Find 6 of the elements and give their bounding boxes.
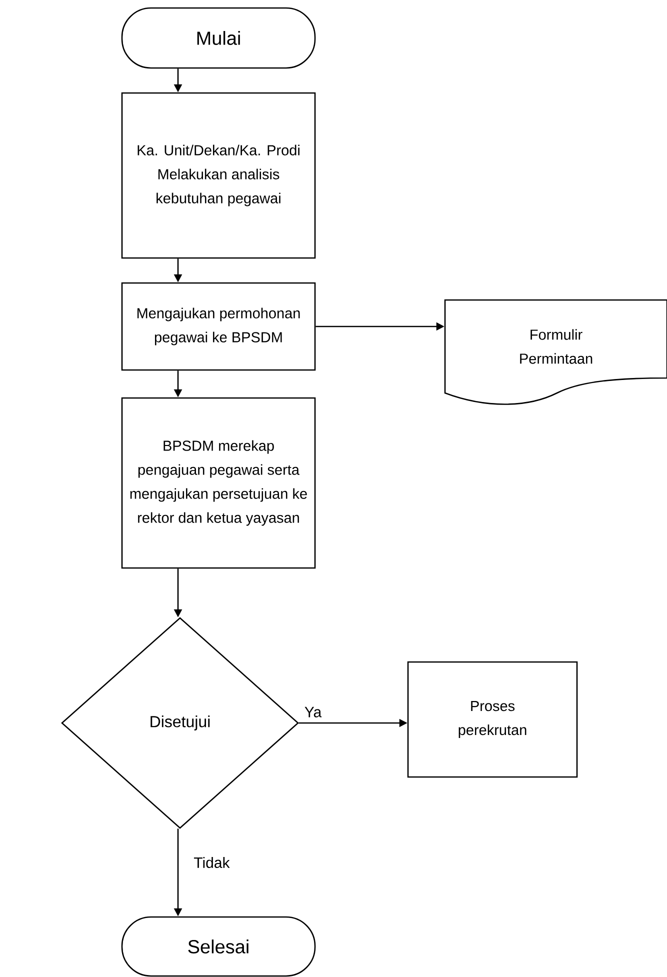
edge-label: Ya [303,706,323,718]
process-box: BPSDM merekap pengajuan pegawai serta mengajukan persetujuan ke rektor dan ketua yayasan [121,397,316,569]
process-box: Ka. Unit/Dekan/Ka. Prodi Melakukan analisis kebutuhan pegawai [121,92,316,259]
process-box: Proses perekrutan [407,661,578,778]
process-box: Mengajukan permohonan pegawai ke BPSDM [121,282,316,371]
edge-label: Tidak [192,856,231,869]
